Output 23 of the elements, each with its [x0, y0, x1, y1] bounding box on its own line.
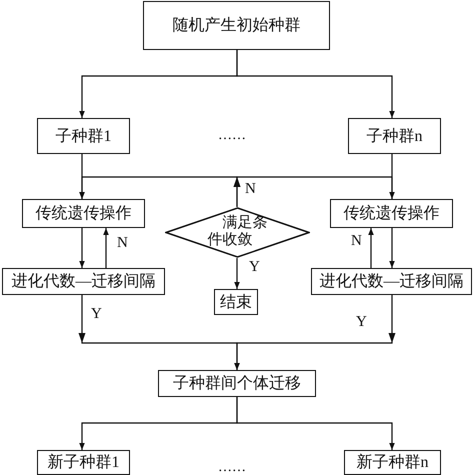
arrow	[236, 397, 395, 450]
arrow	[234, 258, 240, 289]
process-box: 进化代数—迁移间隔	[311, 268, 472, 295]
process-box: 传统遗传操作	[22, 199, 145, 228]
ellipsis: ……	[218, 128, 246, 144]
ellipsis: ……	[218, 460, 246, 475]
process-box: 子种群1	[37, 118, 130, 154]
end-box: 结束	[214, 289, 258, 315]
process-box: 子种群间个体迁移	[158, 370, 316, 397]
process-box: 新子种群1	[37, 450, 130, 475]
arrow	[234, 295, 396, 370]
arrow	[79, 228, 85, 268]
arrow	[389, 228, 395, 268]
decision-diamond: 满足条件收敛	[165, 207, 310, 258]
process-box: 随机产生初始种群	[143, 1, 330, 50]
arrow	[368, 228, 374, 268]
process-box: 新子种群n	[344, 450, 441, 475]
arrow	[234, 176, 395, 207]
arrow	[236, 50, 395, 118]
process-box: 传统遗传操作	[330, 199, 453, 228]
process-box: 进化代数—迁移间隔	[2, 268, 165, 295]
process-box: 子种群n	[348, 118, 441, 154]
arrow	[103, 228, 109, 268]
